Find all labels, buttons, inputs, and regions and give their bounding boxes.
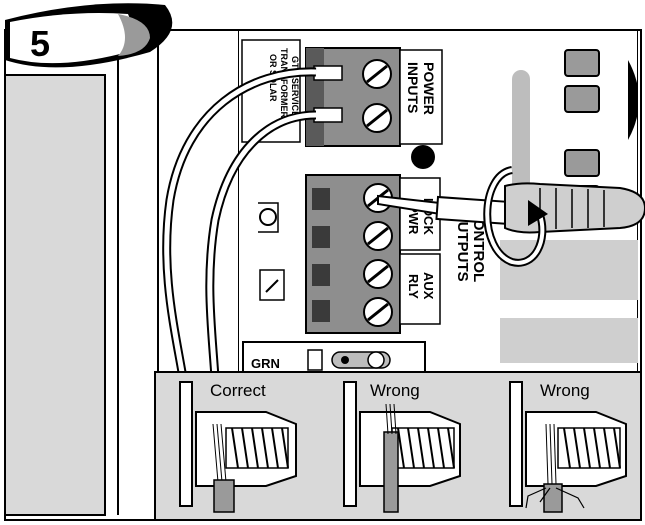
transformer-line-2: TRANSFORMER xyxy=(279,48,289,118)
box-side-wall xyxy=(5,75,105,515)
power-input-terminal xyxy=(306,48,400,146)
wiring-examples-panel: Correct Wrong xyxy=(155,372,641,520)
example-label: Correct xyxy=(210,381,266,400)
example-label: Wrong xyxy=(540,381,590,400)
aux-rly-label: AUX RLY xyxy=(400,254,440,324)
transformer-line-1: GTO SERVICE xyxy=(290,56,300,117)
board-component-dot xyxy=(411,145,435,169)
aux-rly-line-2: RLY xyxy=(406,274,421,299)
grn-label: GRN xyxy=(251,356,280,371)
power-inputs-label: POWER INPUTS xyxy=(400,50,442,144)
step-number: 5 xyxy=(30,23,50,64)
aux-rly-line-1: AUX xyxy=(421,272,436,300)
example-label: Wrong xyxy=(370,381,420,400)
power-inputs-line-2: INPUTS xyxy=(405,62,421,113)
power-inputs-line-1: POWER xyxy=(421,62,437,115)
